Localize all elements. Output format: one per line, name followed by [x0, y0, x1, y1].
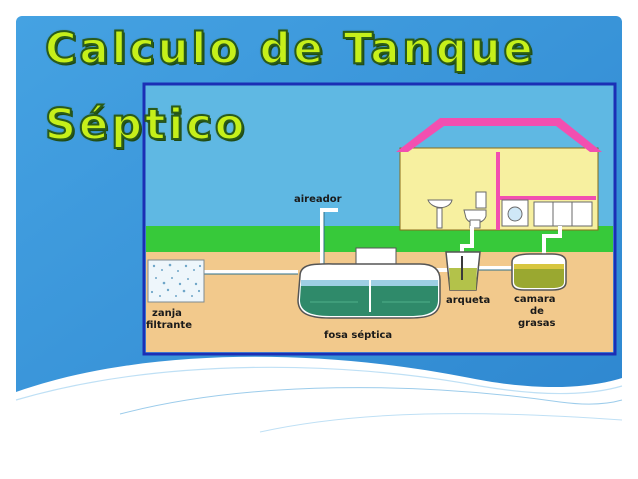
- house: [396, 118, 602, 231]
- toilet-tank: [475, 191, 487, 209]
- gravel-pattern: [150, 263, 202, 297]
- house-interior-wall: [496, 152, 500, 230]
- sink-icon: [427, 199, 453, 208]
- label-arqueta: arqueta: [446, 295, 490, 306]
- label-zanja: zanja: [152, 308, 182, 319]
- label-de: de: [530, 306, 544, 317]
- pipe-house-to-arqueta: [460, 226, 474, 256]
- sink-pedestal: [436, 207, 443, 229]
- house-floor-band: [500, 196, 596, 200]
- fosa-septica-tank: [297, 247, 441, 319]
- washing-machine-icon: [501, 199, 529, 227]
- slide-title-line-1: Calculo de Tanque: [44, 24, 536, 74]
- house-roof-band: [440, 118, 560, 126]
- kitchen-counter: [533, 201, 593, 227]
- bottom-wave-line-3: [259, 413, 623, 433]
- camara-de-grasas: [511, 253, 567, 291]
- grasas-liquid: [514, 268, 564, 288]
- pipe-aireador: [320, 208, 338, 266]
- label-grasas: grasas: [518, 318, 556, 329]
- pipe-kitchen-to-grasas: [542, 226, 562, 254]
- washing-machine-door: [507, 206, 523, 222]
- toilet-base: [469, 219, 481, 229]
- arqueta-box: [445, 251, 481, 291]
- label-aireador: aireador: [294, 194, 342, 205]
- label-camara: camara: [514, 294, 556, 305]
- bottom-wave-line-2: [119, 387, 623, 415]
- bottom-wave-line-1: [15, 366, 623, 401]
- slide-title-line-2: Séptico: [44, 100, 248, 150]
- pipes-outline: [204, 212, 514, 275]
- pipes: [204, 208, 562, 274]
- grasas-grease-layer: [514, 264, 564, 269]
- label-filtrante: filtrante: [146, 320, 192, 331]
- label-fosa-septica: fosa séptica: [324, 329, 392, 341]
- bottom-wave-white: [16, 356, 622, 479]
